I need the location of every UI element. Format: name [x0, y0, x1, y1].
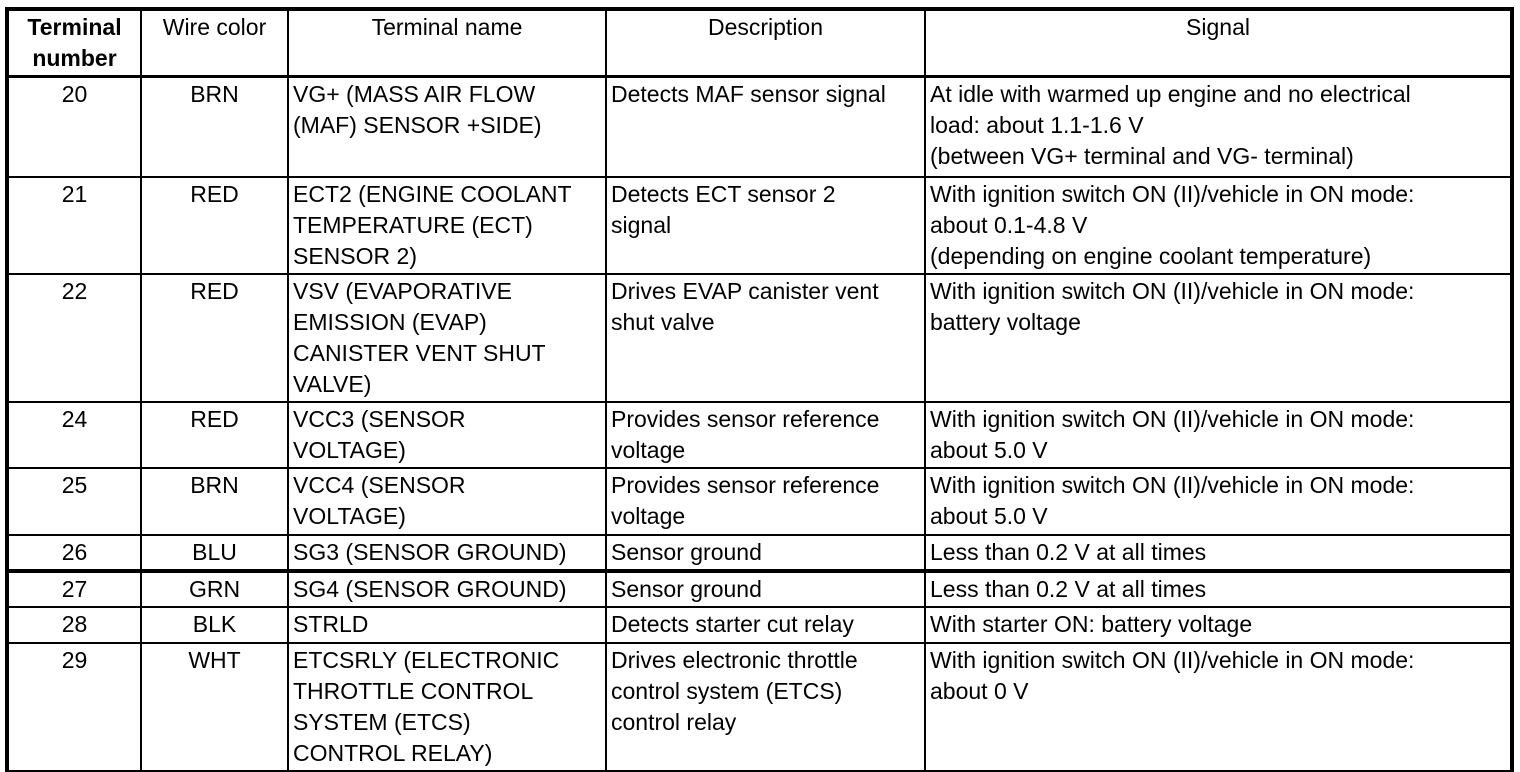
table-row: 21 RED ECT2 (ENGINE COOLANT TEMPERATURE …	[6, 175, 1513, 275]
table-row: 29 WHT ETCSRLY (ELECTRONIC THROTTLE CONT…	[6, 641, 1513, 772]
cell-signal: With ignition switch ON (II)/vehicle in …	[924, 466, 1513, 536]
cell-wire-color: BLU	[140, 533, 289, 572]
cell-wire-color: RED	[140, 400, 289, 469]
cell-wire-color: BRN	[140, 466, 289, 536]
cell-description: Provides sensor reference voltage	[605, 466, 926, 536]
header-row: Terminal number Wire color Terminal name…	[6, 8, 1513, 78]
table-row: 22 RED VSV (EVAPORATIVE EMISSION (EVAP) …	[6, 272, 1513, 403]
cell-wire-color: RED	[140, 175, 289, 275]
cell-wire-color: RED	[140, 272, 289, 403]
cell-wire-color: BRN	[140, 75, 289, 178]
column-header-description: Description	[605, 8, 926, 78]
cell-terminal-name: STRLD	[287, 605, 607, 644]
cell-terminal-number: 21	[6, 175, 142, 275]
cell-terminal-number: 29	[6, 641, 142, 772]
cell-terminal-name: VCC3 (SENSOR VOLTAGE)	[287, 400, 607, 469]
cell-terminal-number: 25	[6, 466, 142, 536]
cell-terminal-name: ETCSRLY (ELECTRONIC THROTTLE CONTROL SYS…	[287, 641, 607, 772]
column-header-terminal-number: Terminal number	[6, 8, 142, 78]
cell-signal: Less than 0.2 V at all times	[924, 568, 1513, 608]
column-header-signal: Signal	[924, 8, 1513, 78]
cell-signal: At idle with warmed up engine and no ele…	[924, 75, 1513, 178]
cell-terminal-name: ECT2 (ENGINE COOLANT TEMPERATURE (ECT) S…	[287, 175, 607, 275]
table-row: 27 GRN SG4 (SENSOR GROUND) Sensor ground…	[6, 568, 1513, 608]
terminal-table-header: Terminal number Wire color Terminal name…	[6, 8, 1513, 78]
cell-signal: With ignition switch ON (II)/vehicle in …	[924, 272, 1513, 403]
cell-signal: With ignition switch ON (II)/vehicle in …	[924, 641, 1513, 772]
cell-terminal-number: 24	[6, 400, 142, 469]
cell-wire-color: WHT	[140, 641, 289, 772]
column-header-terminal-name: Terminal name	[287, 8, 607, 78]
cell-terminal-number: 22	[6, 272, 142, 403]
table-row: 28 BLK STRLD Detects starter cut relay W…	[6, 605, 1513, 644]
cell-description: Detects MAF sensor signal	[605, 75, 926, 178]
column-header-wire-color: Wire color	[140, 8, 289, 78]
cell-description: Sensor ground	[605, 533, 926, 572]
cell-wire-color: BLK	[140, 605, 289, 644]
cell-signal: With ignition switch ON (II)/vehicle in …	[924, 400, 1513, 469]
cell-terminal-name: VG+ (MASS AIR FLOW (MAF) SENSOR +SIDE)	[287, 75, 607, 178]
cell-wire-color: GRN	[140, 568, 289, 608]
cell-signal: With ignition switch ON (II)/vehicle in …	[924, 175, 1513, 275]
table-row: 26 BLU SG3 (SENSOR GROUND) Sensor ground…	[6, 533, 1513, 572]
cell-terminal-number: 28	[6, 605, 142, 644]
cell-signal: Less than 0.2 V at all times	[924, 533, 1513, 572]
cell-description: Provides sensor reference voltage	[605, 400, 926, 469]
cell-terminal-number: 20	[6, 75, 142, 178]
table-row: 25 BRN VCC4 (SENSOR VOLTAGE) Provides se…	[6, 466, 1513, 536]
cell-terminal-number: 27	[6, 568, 142, 608]
cell-terminal-name: SG3 (SENSOR GROUND)	[287, 533, 607, 572]
cell-signal: With starter ON: battery voltage	[924, 605, 1513, 644]
cell-description: Drives EVAP canister vent shut valve	[605, 272, 926, 403]
table-row: 20 BRN VG+ (MASS AIR FLOW (MAF) SENSOR +…	[6, 75, 1513, 178]
cell-terminal-name: VSV (EVAPORATIVE EMISSION (EVAP) CANISTE…	[287, 272, 607, 403]
ecu-terminal-table: Terminal number Wire color Terminal name…	[5, 7, 1514, 772]
table-row: 24 RED VCC3 (SENSOR VOLTAGE) Provides se…	[6, 400, 1513, 469]
cell-terminal-name: SG4 (SENSOR GROUND)	[287, 568, 607, 608]
cell-description: Detects starter cut relay	[605, 605, 926, 644]
cell-description: Detects ECT sensor 2 signal	[605, 175, 926, 275]
terminal-table-body: 20 BRN VG+ (MASS AIR FLOW (MAF) SENSOR +…	[6, 75, 1513, 772]
cell-terminal-number: 26	[6, 533, 142, 572]
cell-description: Sensor ground	[605, 568, 926, 608]
cell-terminal-name: VCC4 (SENSOR VOLTAGE)	[287, 466, 607, 536]
cell-description: Drives electronic throttle control syste…	[605, 641, 926, 772]
